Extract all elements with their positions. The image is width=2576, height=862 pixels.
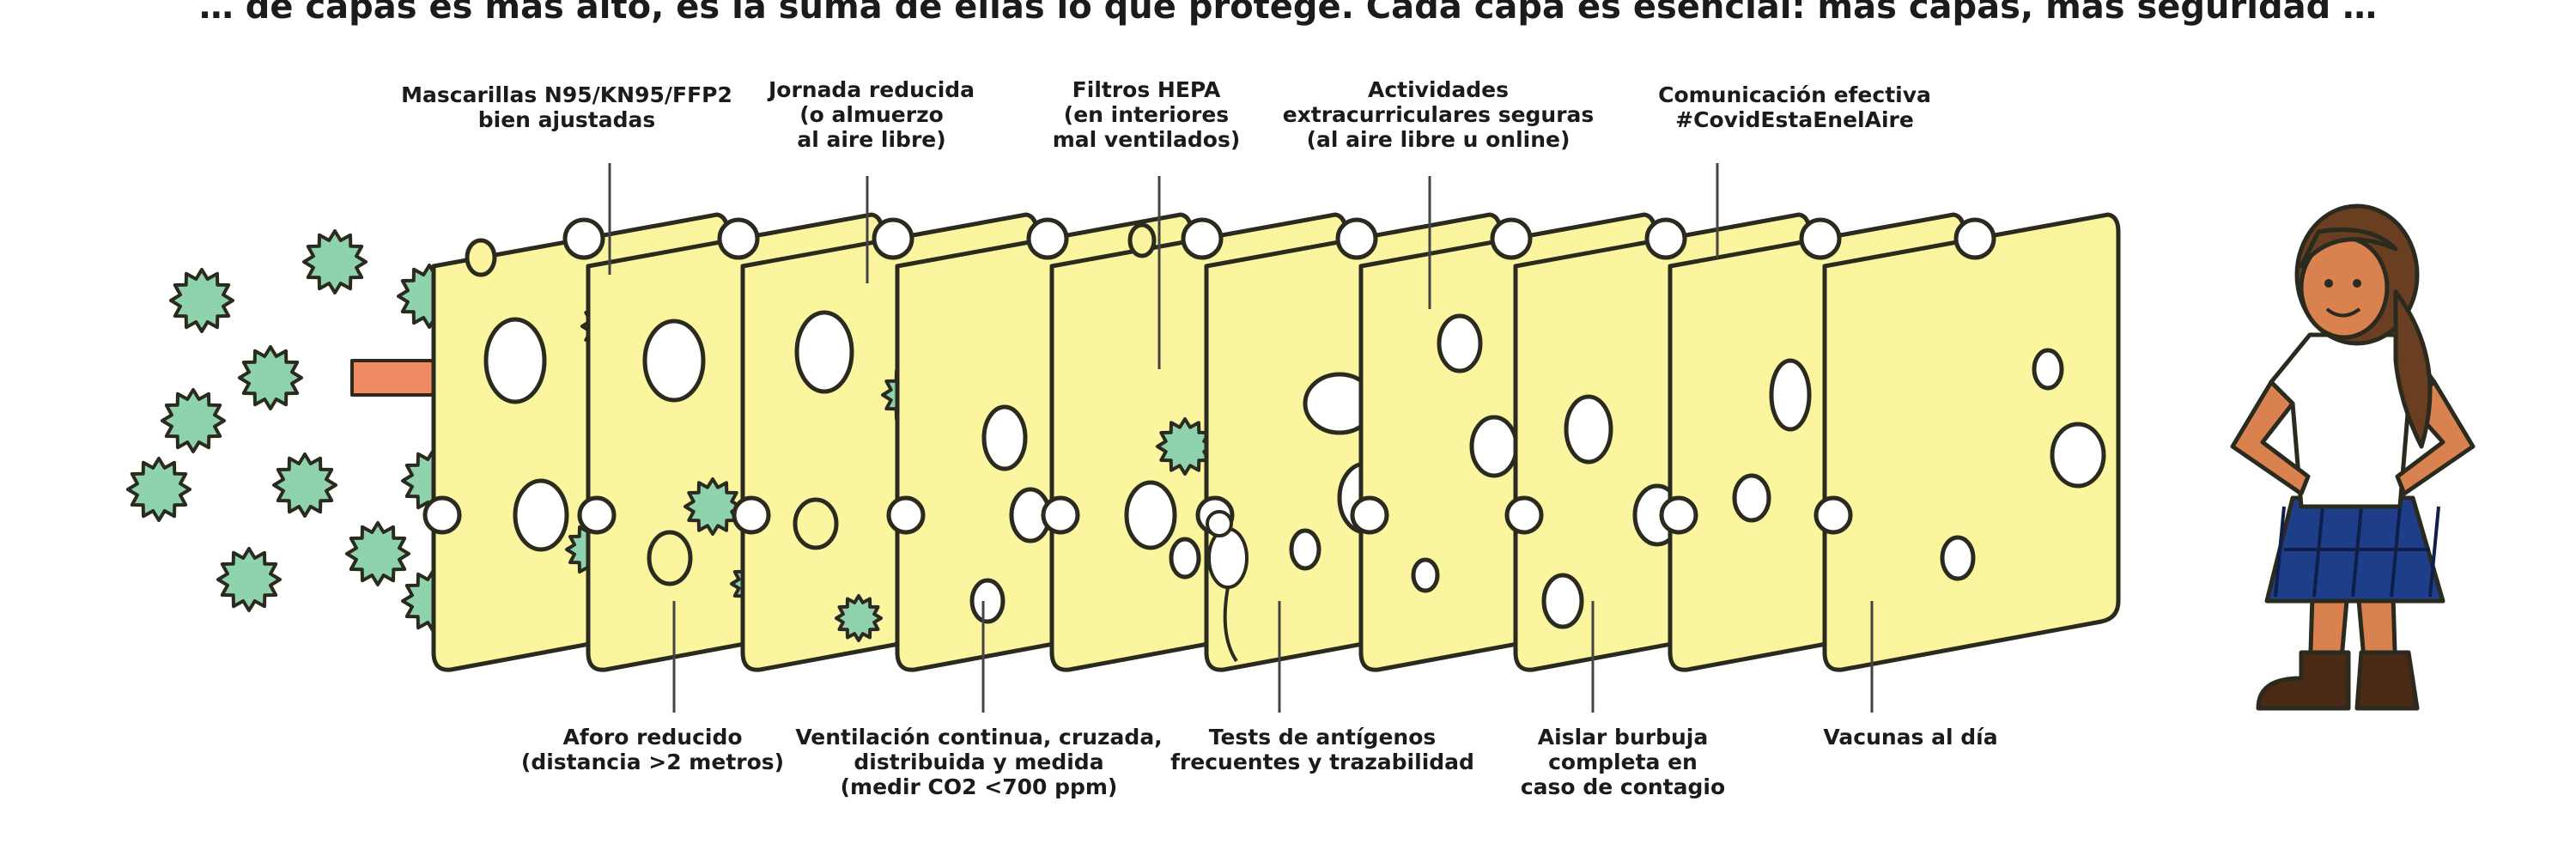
virus-icon (835, 594, 883, 642)
mouse-icon (1206, 510, 1249, 663)
label-short-day: Jornada reducida (o almuerzo al aire lib… (768, 77, 975, 152)
virus-icon (126, 457, 191, 522)
label-bubble: Aislar burbuja completa en caso de conta… (1520, 725, 1726, 799)
virus-icon (345, 521, 410, 586)
girl-icon (2230, 203, 2476, 711)
virus-icon (216, 547, 282, 612)
label-activities: Actividades extracurriculares seguras (a… (1282, 77, 1595, 152)
label-tests: Tests de antígenos frecuentes y trazabil… (1170, 725, 1474, 774)
virus-icon (238, 345, 303, 410)
label-communication: Comunicación efectiva #CovidEstaEnelAire (1658, 82, 1931, 132)
cheese-slice-icon (1814, 212, 2121, 672)
header-text: … de capas es más alto, es la suma de el… (198, 0, 2378, 27)
label-masks: Mascarillas N95/KN95/FFP2 bien ajustadas (401, 82, 732, 132)
virus-icon (302, 229, 368, 294)
label-capacity: Aforo reducido (distancia >2 metros) (520, 725, 785, 774)
virus-icon (169, 268, 234, 333)
virus-icon (161, 388, 226, 453)
virus-icon (683, 477, 742, 536)
label-hepa: Filtros HEPA (en interiores mal ventilad… (1052, 77, 1241, 152)
label-vaccines: Vacunas al día (1823, 725, 1998, 750)
label-ventilation: Ventilación continua, cruzada, distribui… (795, 725, 1163, 799)
virus-icon (272, 452, 337, 518)
